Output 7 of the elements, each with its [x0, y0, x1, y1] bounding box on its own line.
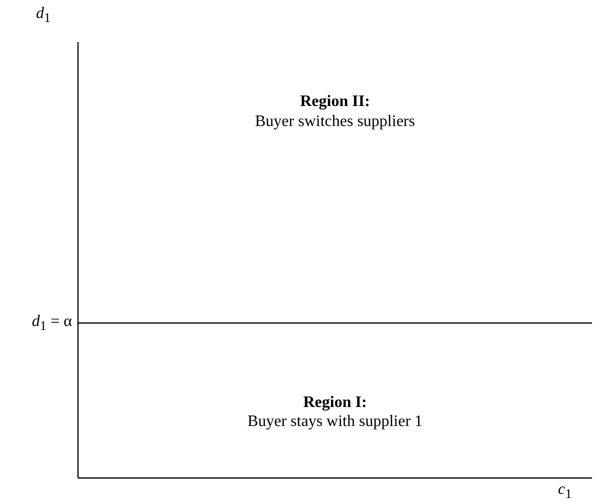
threshold-label: d$_{1}$ = α [30, 312, 72, 336]
region-heading: Region II: [299, 92, 371, 111]
region-description: Buyer stays with supplier 1 [246, 412, 424, 431]
region-heading: Region I: [302, 393, 368, 412]
region-description: Buyer switches suppliers [255, 112, 415, 131]
axis-label: d$_{1}$ [36, 4, 52, 28]
axis-label: c$_{1}$ [558, 480, 573, 503]
